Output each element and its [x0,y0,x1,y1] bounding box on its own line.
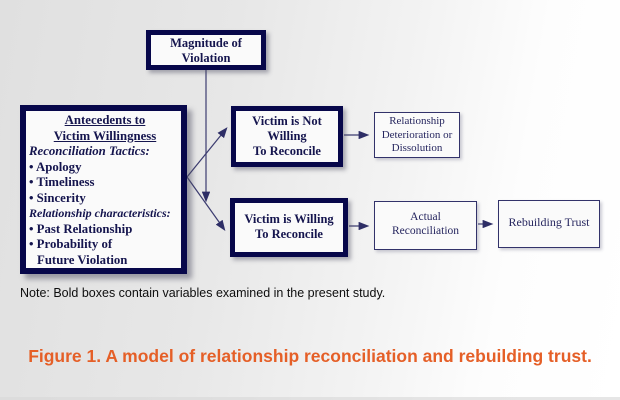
box-line: Actual [410,211,441,223]
tactics-item: • Sincerity [29,190,86,205]
rebuilding-trust-box: Rebuilding Trust [498,200,600,248]
victim-not-willing-box: Victim is Not Willing To Reconcile [231,106,343,167]
antecedents-title-line: Victim Willingness [53,128,157,143]
antecedents-title-line: Antecedents to [64,113,146,127]
magnitude-of-violation-box: Magnitude of Violation [146,30,266,70]
box-line: Relationship [389,115,445,127]
actual-reconciliation-box: Actual Reconciliation [374,201,477,250]
bottom-edge-line [0,397,620,400]
antecedents-box: Antecedents to Victim Willingness Reconc… [20,105,187,274]
box-line: Violation [181,50,231,65]
characteristics-header: Relationship characteristics: [29,206,171,220]
box-line: Rebuilding Trust [508,215,590,229]
characteristics-item: • Past Relationship [29,221,133,236]
tactics-header: Reconciliation Tactics: [29,144,150,158]
relationship-deterioration-box: Relationship Deterioration or Dissolutio… [374,112,460,158]
box-line: Victim is Not [252,114,322,128]
figure-caption: Figure 1. A model of relationship reconc… [28,346,592,366]
box-line: Reconciliation [391,225,460,237]
box-line: To Reconcile [253,144,321,158]
tactics-item: • Apology [29,159,82,174]
characteristics-item-continuation: Future Violation [37,252,128,267]
box-line: Willing [267,129,307,143]
box-line: Deterioration or [381,128,453,141]
note-text: Note: Bold boxes contain variables exami… [20,286,386,300]
box-line: Dissolution [391,142,443,154]
characteristics-item: • Probability of [29,237,113,251]
arrow-antecedents-to-willing [186,176,226,231]
box-line: Victim is Willing [244,212,334,226]
box-line: Magnitude of [170,36,242,50]
arrow-antecedents-to-not-willing [186,127,228,178]
box-line: To Reconcile [255,227,323,241]
tactics-item: • Timeliness [29,175,95,189]
victim-willing-box: Victim is Willing To Reconcile [230,198,348,257]
